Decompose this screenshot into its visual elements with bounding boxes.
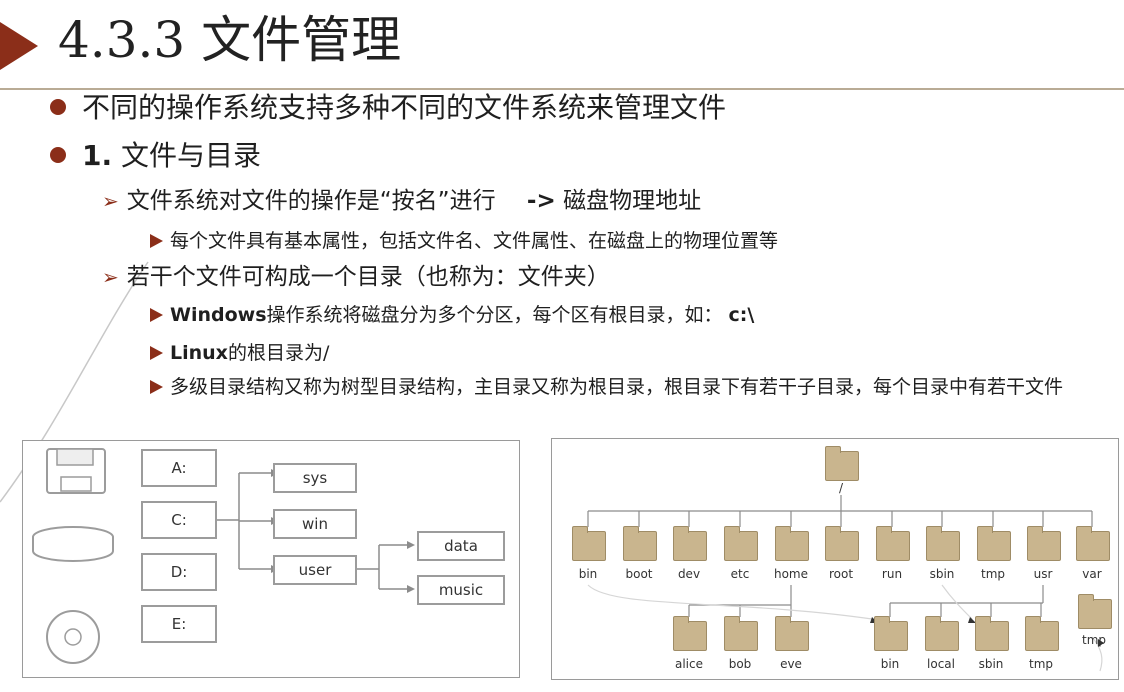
bullet-text: 文件系统对文件的操作是“按名”进行 [126,188,496,214]
drive-d-box: D: [141,553,217,591]
drive-e-box: E: [141,605,217,643]
folder-label: etc [730,567,750,581]
folder-icon [673,616,707,651]
dir-win-box: win [273,509,357,539]
bullet-dot-icon [50,99,66,115]
bullet-text: 不同的操作系统支持多种不同的文件系统来管理文件 [82,91,727,124]
bullet-dot-icon [50,147,66,163]
folder-label: tmp [1081,633,1106,647]
folder-label: tmp [980,567,1005,581]
bullet-keyword: Windows [170,304,267,326]
folder-icon [977,526,1011,561]
folder-label: run [881,567,903,581]
linux-tree-connectors [587,495,1104,672]
folder-icon [1076,526,1110,561]
folder-icon [926,526,960,561]
bullet-access-by-name: ➢ 文件系统对文件的操作是“按名”进行 -> 磁盘物理地址 [102,186,701,216]
arrow-right-icon [150,308,163,322]
cd-rom-icon [46,610,100,664]
chevron-right-icon: ➢ [102,265,119,289]
bullet-linux-root: Linux的根目录为/ [150,340,329,366]
dir-sys-box: sys [273,463,357,493]
folder-icon [1025,616,1059,651]
title-text: 文件管理 [201,11,402,69]
folder-label: sbin [978,657,1004,671]
bullet-text: 的根目录为/ [227,342,330,364]
folder-label-root: / [838,481,844,495]
folder-label: eve [780,657,802,671]
windows-diagram-panel: A: C: D: E: sys win user data music [22,440,520,678]
bullet-text: 文件与目录 [121,139,262,172]
folder-icon [775,526,809,561]
folder-icon [572,526,606,561]
folder-label: alice [674,657,703,671]
folder-label: home [773,567,809,581]
arrow-right-icon [150,346,163,360]
folder-label: local [927,657,955,671]
bullet-windows-root: Windows操作系统将磁盘分为多个分区，每个区有根目录，如：c:\ [150,302,754,328]
bullet-os-file-systems: 不同的操作系统支持多种不同的文件系统来管理文件 [50,90,726,126]
bullet-number: 1. [82,139,113,172]
folder-icon [673,526,707,561]
drive-c-box: C: [141,501,217,539]
page-title: 4.3.3 文件管理 [58,6,401,74]
bullet-tree-structure: 多级目录结构又称为树型目录结构，主目录又称为根目录，根目录下有若干子目录，每个目… [150,376,1080,398]
dir-music-box: music [417,575,505,605]
folder-icon [1027,526,1061,561]
title-underline [0,88,1124,90]
dir-user-box: user [273,555,357,585]
bullet-files-and-dirs: 1. 文件与目录 [50,138,261,174]
folder-label: bin [880,657,900,671]
bullet-text: 多级目录结构又称为树型目录结构，主目录又称为根目录，根目录下有若干子目录，每个目… [170,376,1064,398]
folder-icon [775,616,809,651]
bullet-text: 若干个文件可构成一个目录（也称为：文件夹） [126,264,610,290]
chevron-right-icon: ➢ [102,189,119,213]
folder-icon [975,616,1009,651]
title-number: 4.3.3 [58,11,186,69]
folder-icon [874,616,908,651]
folder-label: root [828,567,854,581]
mapping-arrow: -> [526,188,556,214]
floppy-disk-icon [46,448,106,494]
folder-label: usr [1033,567,1053,581]
hard-disk-icon [32,526,114,562]
dir-data-box: data [417,531,505,561]
linux-diagram-panel: / bin boot dev etc home root run sbin tm… [551,438,1119,680]
bullet-path: c:\ [728,304,755,326]
folder-label: tmp [1028,657,1053,671]
folder-label: var [1082,567,1102,581]
folder-label: boot [625,567,653,581]
folder-label: bin [578,567,598,581]
arrow-right-icon [150,234,163,248]
folder-icon [724,616,758,651]
arrow-right-icon [150,380,163,394]
bullet-text: 操作系统将磁盘分为多个分区，每个区有根目录，如： [266,304,723,326]
bullet-file-attributes: 每个文件具有基本属性，包括文件名、文件属性、在磁盘上的物理位置等 [150,228,778,254]
bullet-text: 磁盘物理地址 [563,188,702,214]
bullet-text: 每个文件具有基本属性，包括文件名、文件属性、在磁盘上的物理位置等 [170,230,779,252]
folder-icon [623,526,657,561]
drive-a-box: A: [141,449,217,487]
title-arrow-icon [0,22,38,70]
folder-label: bob [728,657,752,671]
bullet-directory: ➢ 若干个文件可构成一个目录（也称为：文件夹） [102,262,610,292]
bullet-keyword: Linux [170,342,228,364]
folder-icon [724,526,758,561]
folder-icon [925,616,959,651]
folder-icon [1078,594,1112,629]
folder-icon [825,526,859,561]
folder-label: sbin [929,567,955,581]
folder-icon [876,526,910,561]
folder-label: dev [677,567,701,581]
folder-icon [825,446,859,481]
